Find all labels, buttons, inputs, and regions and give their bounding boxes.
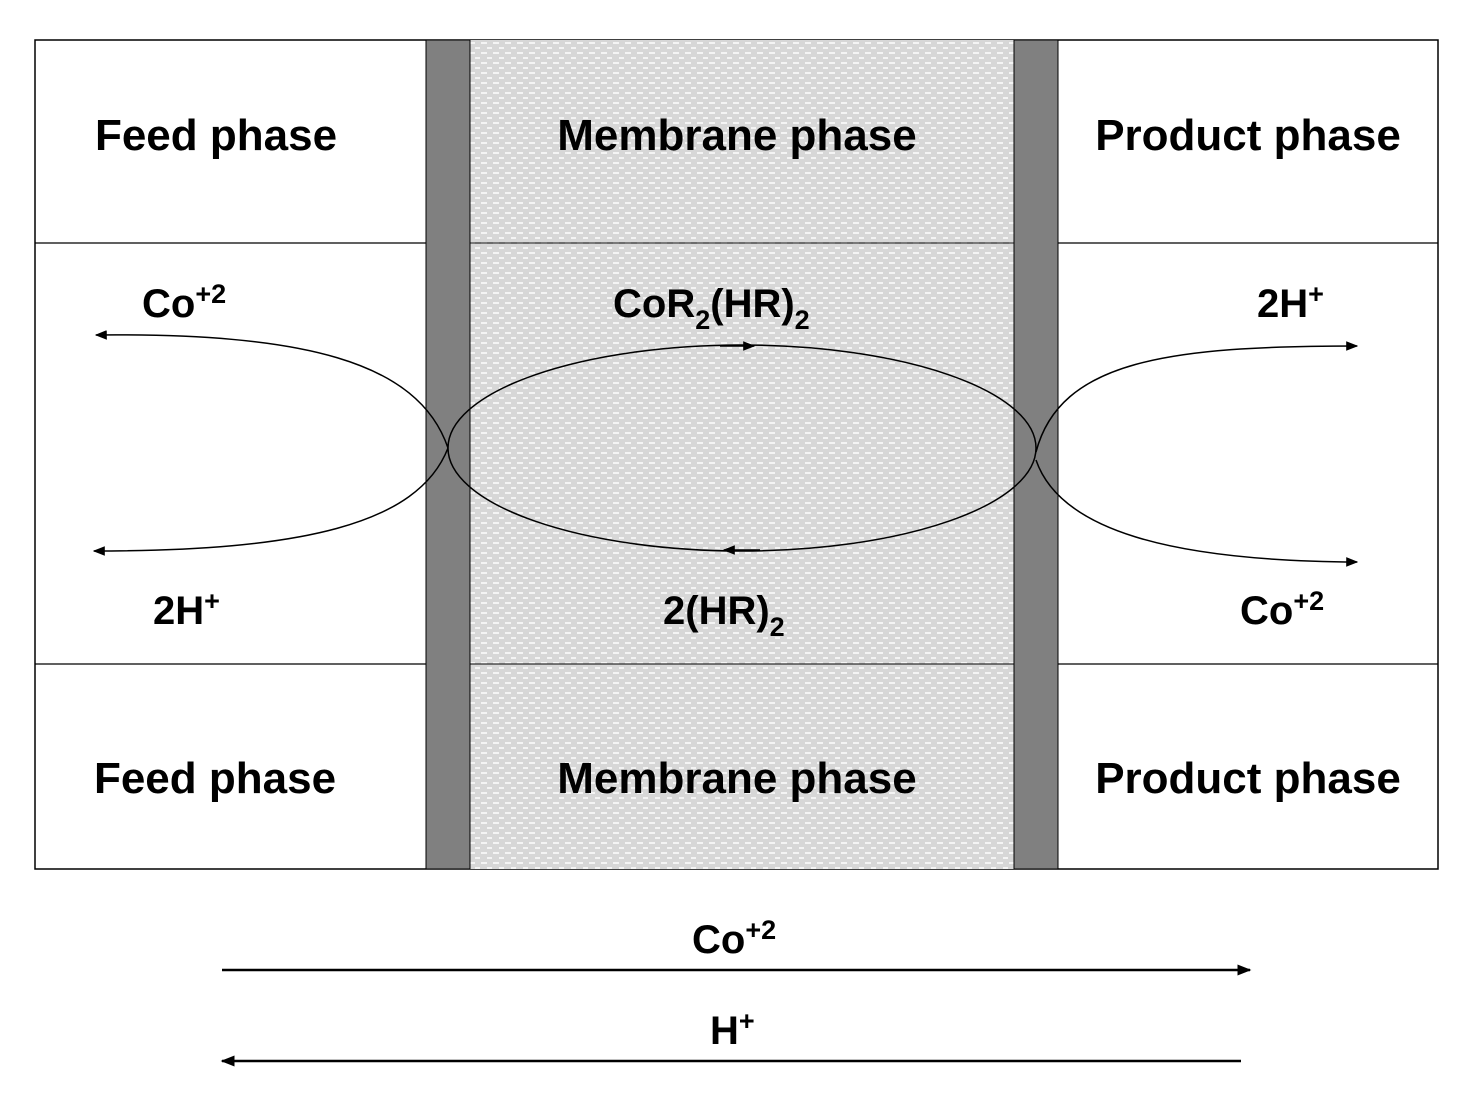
membrane-carrier-cycle — [447, 344, 1037, 552]
product-proton-label: 2H+ — [1257, 279, 1324, 326]
feed-cobalt-uptake-arrow — [94, 330, 449, 449]
feed-phase-label-bottom: Feed phase — [94, 754, 336, 803]
product-cobalt-ion-label: Co+2 — [1240, 586, 1324, 633]
product-phase-label-bottom: Product phase — [1095, 754, 1401, 803]
membrane-phase-label-bottom: Membrane phase — [557, 754, 916, 803]
feed-cobalt-ion-label: Co+2 — [142, 279, 226, 326]
membrane-phase-label-top: Membrane phase — [557, 111, 916, 160]
feed-proton-release-arrow — [92, 447, 449, 556]
net-proton-flux-label: H+ — [710, 1006, 755, 1053]
feed-phase-label-top: Feed phase — [95, 111, 337, 160]
cobalt-complex-label: CoR2(HR)2 — [613, 282, 810, 335]
product-cobalt-release-arrow — [1035, 459, 1359, 567]
membrane-phase-region — [470, 40, 1014, 869]
carrier-dimer-label: 2(HR)2 — [663, 589, 785, 642]
net-cobalt-flux-label: Co+2 — [692, 915, 776, 962]
product-proton-uptake-arrow — [1035, 341, 1359, 453]
feed-proton-label: 2H+ — [153, 586, 220, 633]
product-phase-label-top: Product phase — [1095, 111, 1401, 160]
